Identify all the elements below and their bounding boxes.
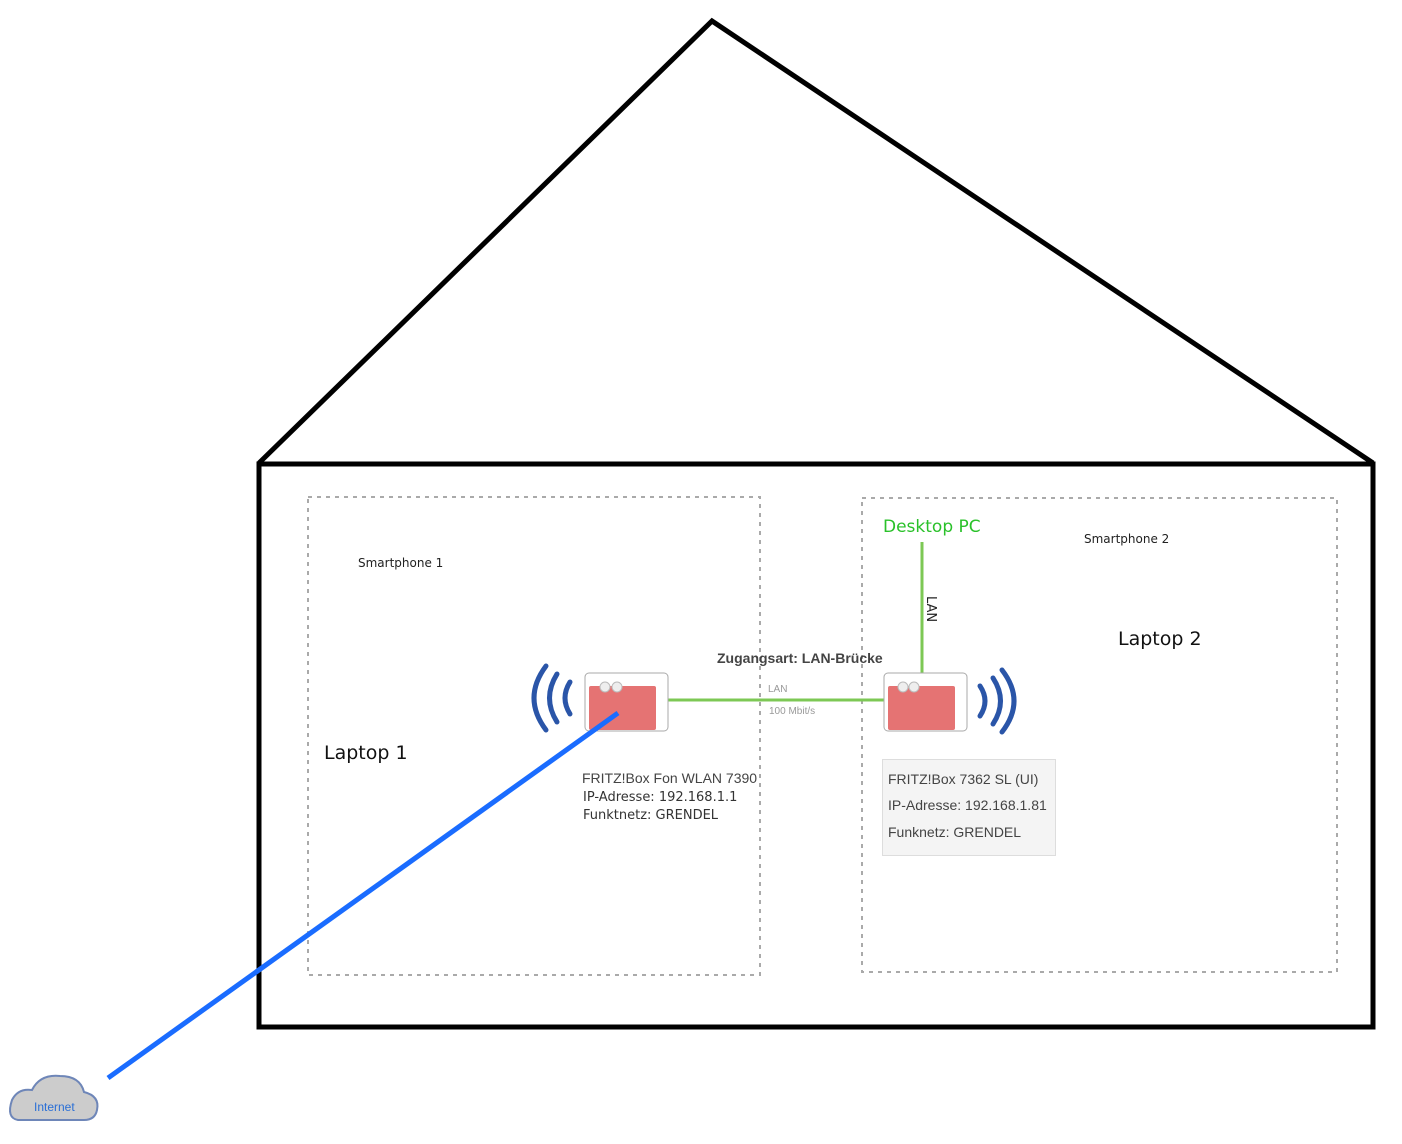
desktop-lan-label: LAN [923, 596, 938, 623]
router1-wifi: Funktnetz: GRENDEL [583, 808, 719, 823]
wifi-icon-left [531, 663, 573, 733]
house-roof [257, 17, 1375, 466]
room-right [861, 497, 1338, 973]
wifi-icon-right [977, 667, 1017, 735]
router1-ip: IP-Adresse: 192.168.1.1 [583, 790, 738, 805]
router1-icon[interactable] [584, 672, 669, 732]
house-body [256, 461, 1376, 1030]
smartphone1-label: Smartphone 1 [358, 556, 444, 570]
room-left [307, 496, 761, 976]
laptop1-label: Laptop 1 [324, 742, 408, 764]
router1-name: FRITZ!Box Fon WLAN 7390 [582, 770, 758, 786]
link-lan-label: LAN [768, 684, 788, 695]
laptop2-label: Laptop 2 [1118, 628, 1202, 650]
link-speed-label: 100 Mbit/s [769, 706, 816, 717]
router2-info-box [882, 759, 1056, 856]
internet-link [106, 710, 620, 1081]
router2-icon[interactable] [883, 672, 968, 732]
router2-wifi: Funknetz: GRENDEL [888, 824, 1022, 840]
smartphone2-label: Smartphone 2 [1084, 532, 1170, 546]
desktop-pc-label: Desktop PC [883, 517, 981, 537]
internet-label: Internet [34, 1100, 75, 1114]
access-type-label: Zugangsart: LAN-Brücke [717, 650, 883, 666]
router2-ip: IP-Adresse: 192.168.1.81 [888, 797, 1047, 813]
cloud-icon[interactable] [9, 1074, 99, 1121]
router2-name: FRITZ!Box 7362 SL (UI) [888, 771, 1039, 787]
